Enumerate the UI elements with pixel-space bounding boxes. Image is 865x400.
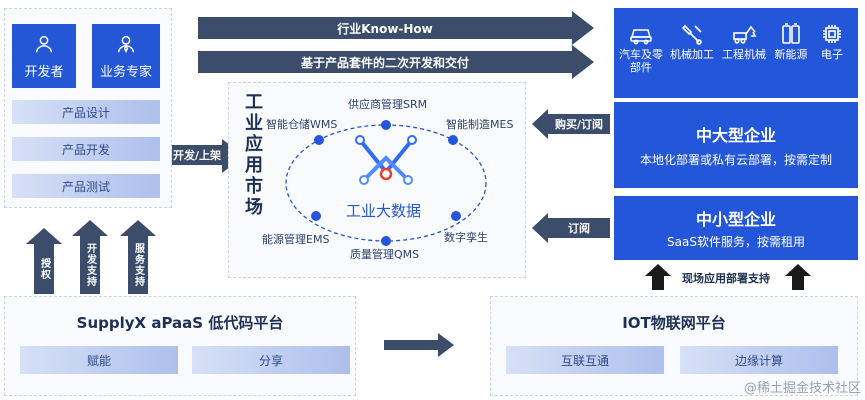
iot-title: IOT物联网平台 — [622, 314, 726, 332]
subscribe-label: 订阅 — [568, 222, 590, 235]
machining-icon — [681, 24, 702, 45]
industries-panel — [614, 8, 858, 98]
supplyx-item-empower: 赋能 — [20, 346, 178, 374]
big-data-label: 工业大数据 — [346, 202, 422, 220]
purchase-label: 购买/订阅 — [554, 118, 604, 131]
developer-label: 开发者 — [24, 64, 64, 80]
industry-chip: 电子 — [812, 22, 852, 62]
node-ems-dot — [311, 211, 321, 221]
dev-support-label: 开发支持 — [84, 243, 96, 287]
enterprise-large-title: 中大型企业 — [695, 125, 776, 145]
industry-battery-label: 新能源 — [774, 48, 808, 61]
auth-up-arrow: 授权 — [26, 228, 62, 294]
excavator-icon — [733, 25, 757, 44]
market-diagram — [285, 120, 487, 246]
onsite-up-arrow-left — [645, 264, 671, 290]
purchase-arrow: 购买/订阅 — [532, 109, 610, 139]
dev-listing-arrow: 开发/上架 — [172, 139, 244, 173]
developer-box: 开发者 — [12, 24, 76, 88]
node-qms-dot — [381, 236, 391, 246]
onsite-support-label: 现场应用部署支持 — [682, 272, 770, 285]
industry-car: 汽车及零 部件 — [616, 22, 666, 74]
expert-box: 业务专家 — [92, 24, 160, 88]
enterprise-small-title: 中小型企业 — [695, 209, 776, 229]
industry-battery: 新能源 — [768, 22, 814, 62]
industry-chip-label: 电子 — [821, 48, 843, 61]
expert-label: 业务专家 — [99, 64, 152, 80]
node-qms-label: 质量管理QMS — [350, 248, 420, 261]
iot-item-edge: 边缘计算 — [680, 346, 838, 374]
enterprise-large-desc: 本地化部署或私有云部署，按需定制 — [639, 152, 832, 167]
service-support-label: 服务支持 — [132, 243, 144, 287]
node-mes-dot — [448, 135, 458, 145]
watermark: @稀土掘金技术社区 — [743, 381, 861, 396]
subscribe-arrow: 订阅 — [532, 213, 610, 243]
expert-icon — [117, 35, 135, 53]
auth-label: 授权 — [38, 258, 50, 280]
industry-car-label: 汽车及零 部件 — [619, 48, 663, 74]
industry-excavator-label: 工程机械 — [722, 48, 766, 61]
enterprise-large-block: 中大型企业 本地化部署或私有云部署，按需定制 — [614, 102, 858, 188]
market-panel — [228, 82, 526, 278]
know-how-label: 行业Know-How — [337, 21, 433, 36]
node-wms-label: 智能仓储WMS — [266, 118, 338, 131]
node-ems-label: 能源管理EMS — [262, 233, 330, 246]
service-support-up-arrow: 服务支持 — [120, 220, 156, 294]
node-twin-label: 数字孪生 — [444, 231, 488, 244]
industry-machining-label: 机械加工 — [670, 48, 714, 61]
onsite-up-arrow-right — [785, 264, 811, 290]
node-wms-dot — [314, 135, 324, 145]
product-step-design: 产品设计 — [12, 100, 160, 124]
iot-item-interconnect: 互联互通 — [506, 346, 664, 374]
platform-connect-arrow — [384, 333, 454, 357]
dev-listing-label: 开发/上架 — [172, 149, 222, 162]
secondary-dev-label: 基于产品套件的二次开发和交付 — [300, 55, 469, 70]
enterprise-small-block: 中小型企业 SaaS软件服务，按需租用 — [614, 196, 858, 260]
supplyx-title: SupplyX aPaaS 低代码平台 — [76, 314, 284, 332]
node-srm-dot — [381, 120, 391, 130]
know-how-arrow: 行业Know-How — [198, 11, 594, 45]
supplyx-item-share: 分享 — [192, 346, 350, 374]
secondary-dev-arrow: 基于产品套件的二次开发和交付 — [198, 45, 594, 79]
enterprise-small-desc: SaaS软件服务，按需租用 — [667, 234, 805, 249]
battery-icon — [782, 23, 800, 44]
node-twin-dot — [451, 211, 461, 221]
dev-support-up-arrow: 开发支持 — [72, 220, 108, 294]
chip-icon — [823, 25, 841, 43]
industry-machining: 机械加工 — [666, 22, 718, 62]
node-srm-label: 供应商管理SRM — [348, 98, 428, 111]
product-step-test: 产品测试 — [12, 174, 160, 198]
node-mes-label: 智能制造MES — [446, 118, 514, 131]
market-title: 工业应用市场 — [245, 92, 263, 218]
car-icon — [630, 29, 652, 45]
industry-excavator: 工程机械 — [718, 22, 770, 62]
developer-icon — [35, 35, 53, 52]
big-data-logo — [355, 135, 417, 185]
product-step-dev: 产品开发 — [12, 137, 160, 161]
